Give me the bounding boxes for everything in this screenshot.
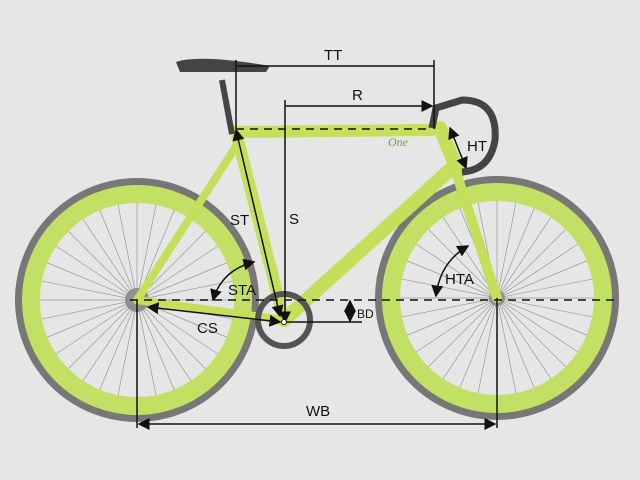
spoke [496,217,552,299]
spoke [136,299,192,381]
spoke [47,262,138,301]
spoke [68,299,138,369]
spoke [496,229,566,299]
spoke [496,297,552,379]
spoke [496,260,587,299]
frame-logo: One [388,135,409,149]
spoke [459,297,498,388]
label-ht: HT [467,138,487,155]
spoke [496,297,566,367]
spoke [47,299,138,338]
spoke [407,297,498,336]
spoke [428,297,498,367]
spoke [117,204,138,301]
spoke [442,297,498,379]
spoke [56,245,138,301]
label-s: S [289,211,299,228]
label-wb: WB [306,403,330,420]
spoke [496,297,517,394]
spoke [496,208,535,299]
label-tt: TT [324,47,342,64]
spoke [136,204,157,301]
handlebar [428,96,499,176]
saddle [176,58,270,72]
spoke [496,297,593,318]
label-sta: STA [228,282,256,299]
spoke [41,299,138,320]
sta-arc [210,258,256,302]
spoke [477,297,498,394]
spoke [56,299,138,355]
spoke [68,231,138,301]
label-cs: CS [197,320,218,337]
spoke [136,299,175,390]
spoke [416,297,498,353]
spoke [41,280,138,301]
label-r: R [352,87,363,104]
spoke [99,299,138,390]
label-bd: BD [357,307,374,321]
hta-arc [431,245,470,298]
spoke [496,297,578,353]
spoke [496,243,578,299]
bb-center [281,319,287,325]
label-hta: HTA [445,271,474,288]
spoke [136,245,218,301]
cs-dimension [146,302,282,327]
spoke [136,299,157,396]
ht-dimension [448,126,468,170]
spoke [82,219,138,301]
spoke [99,210,138,301]
st-dimension [232,128,284,318]
spoke [117,299,138,396]
spoke [496,297,587,336]
spoke [496,297,535,388]
spoke [82,299,138,381]
spoke [496,202,517,299]
seatpost [219,79,235,135]
spoke [496,278,593,299]
spoke [401,297,498,318]
bike-frame [133,121,502,327]
label-st: ST [230,212,249,229]
